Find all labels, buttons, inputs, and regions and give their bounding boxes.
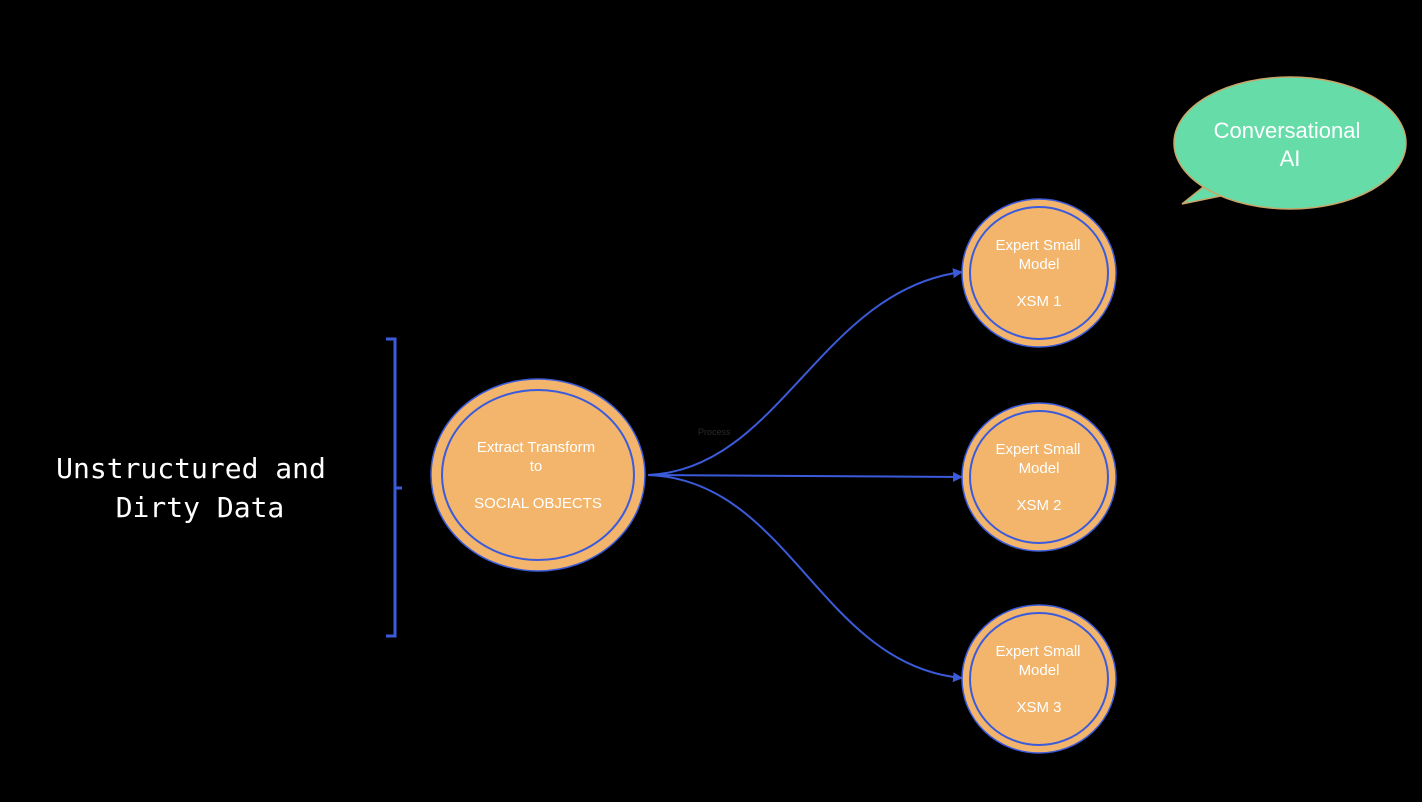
source-label-line-2: Dirty Data (116, 491, 285, 524)
etl-node-line-3: SOCIAL OBJECTS (474, 495, 602, 512)
model-node-line-1: Expert Small (995, 237, 1080, 254)
source-label-line-1: Unstructured and (56, 452, 326, 485)
model-node-line-1: Expert Small (995, 643, 1080, 660)
edge-etl-to-xsm-2 (647, 471, 963, 482)
etl-node: Extract Transform to SOCIAL OBJECTS (430, 378, 646, 572)
model-node-line-3: XSM 2 (1016, 497, 1061, 514)
model-node-xsm-1: Expert Small Model XSM 1 (961, 198, 1117, 348)
edge-etl-to-xsm-1 (647, 268, 963, 476)
model-node-line-2: Model (1019, 662, 1060, 679)
model-node-line-3: XSM 3 (1016, 699, 1061, 716)
model-node-line-1: Expert Small (995, 441, 1080, 458)
speech-bubble-line-2: AI (1280, 146, 1301, 171)
etl-node-line-1: Extract Transform (477, 439, 595, 456)
source-bracket (386, 337, 402, 638)
speech-bubble-line-1: Conversational (1214, 118, 1361, 143)
model-node-xsm-3: Expert Small Model XSM 3 (961, 604, 1117, 754)
conversational-ai-speech-bubble: Conversational AI (1173, 76, 1407, 210)
model-node-xsm-2: Expert Small Model XSM 2 (961, 402, 1117, 552)
edge-label: Process (698, 427, 731, 437)
model-node-line-2: Model (1019, 460, 1060, 477)
model-node-line-2: Model (1019, 256, 1060, 273)
model-node-line-3: XSM 1 (1016, 293, 1061, 310)
etl-node-line-2: to (530, 458, 543, 475)
edge-etl-to-xsm-3 (647, 474, 963, 683)
